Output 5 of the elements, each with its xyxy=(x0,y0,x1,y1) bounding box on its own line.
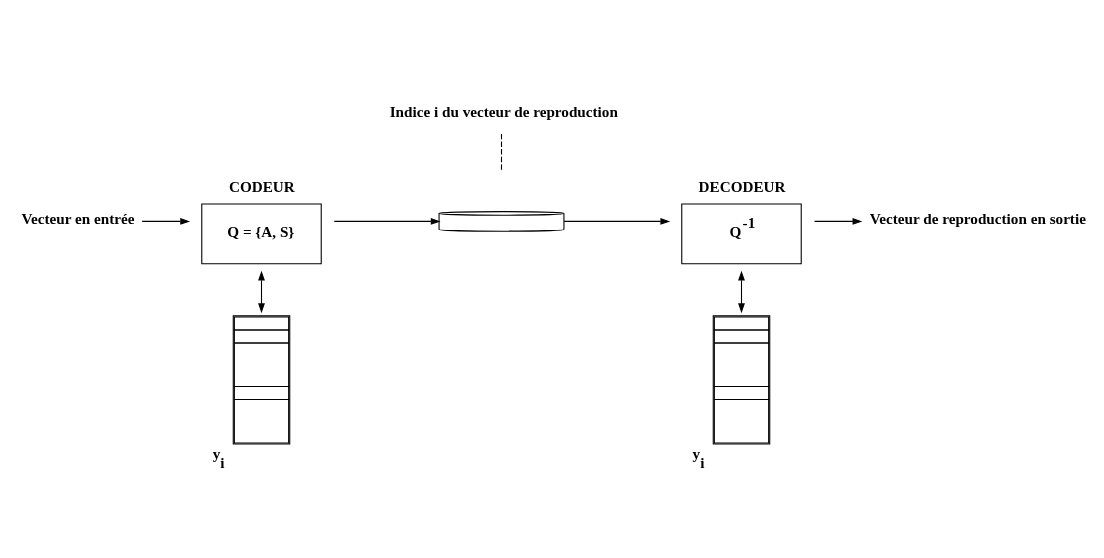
node-text: Indice i du vecteur de reproduction xyxy=(389,102,618,120)
node-label: DECODEUR xyxy=(698,177,786,195)
node-text: Vecteur de reproduction en sortie xyxy=(869,209,1086,227)
node-text: Vecteur en entrée xyxy=(21,209,135,227)
node-label: CODEUR xyxy=(228,177,295,195)
